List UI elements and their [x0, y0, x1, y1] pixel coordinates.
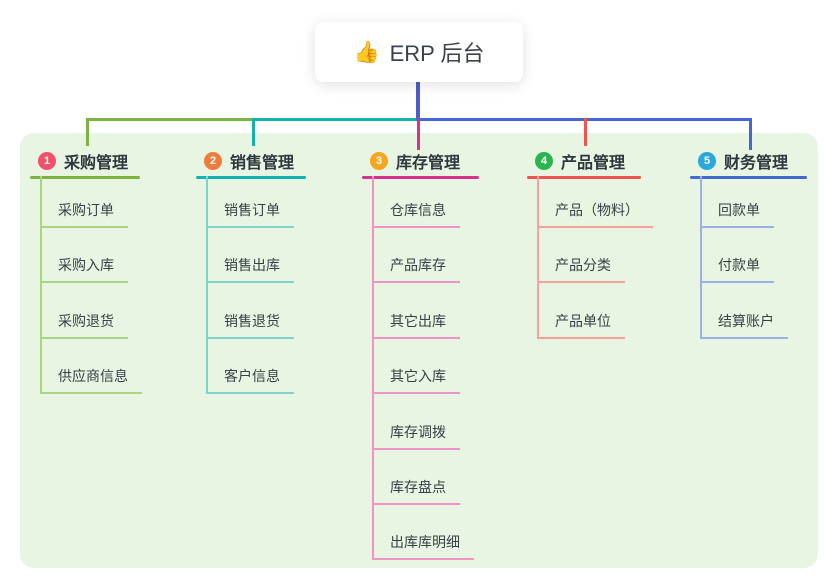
branch-child-line — [537, 176, 539, 339]
branch-number-badge: 1 — [38, 152, 56, 170]
child-node-label: 采购订单 — [40, 201, 128, 228]
child-node-label: 采购退货 — [40, 312, 128, 339]
child-node-label: 产品库存 — [372, 256, 460, 284]
branch-label: 库存管理 — [396, 155, 461, 172]
child-node[interactable]: 库存盘点 — [372, 478, 460, 505]
branch-number-badge: 2 — [204, 152, 222, 170]
branch-number-badge: 5 — [698, 152, 716, 170]
child-node-label: 库存调拨 — [372, 423, 460, 450]
connector-line — [86, 118, 89, 146]
child-node[interactable]: 其它入库 — [372, 367, 460, 395]
child-node[interactable]: 产品库存 — [372, 256, 460, 284]
child-node-label: 回款单 — [700, 201, 774, 228]
child-node[interactable]: 供应商信息 — [40, 367, 142, 395]
branch-child-line — [40, 176, 42, 395]
branch-child-line — [372, 176, 374, 561]
child-node-label: 其它入库 — [372, 367, 460, 395]
branch-underline — [527, 176, 641, 179]
connector-line — [417, 118, 420, 150]
child-node[interactable]: 销售出库 — [206, 256, 294, 284]
branch-number-badge: 3 — [370, 152, 388, 170]
child-node[interactable]: 回款单 — [700, 201, 774, 228]
child-node[interactable]: 产品分类 — [537, 256, 625, 284]
child-node-label: 产品（物料） — [537, 201, 653, 228]
child-node-label: 仓库信息 — [372, 201, 460, 228]
branch-header[interactable]: 5 财务管理 — [690, 149, 807, 173]
child-node[interactable]: 仓库信息 — [372, 201, 460, 228]
child-node[interactable]: 客户信息 — [206, 367, 294, 395]
child-node-label: 结算账户 — [700, 312, 788, 339]
branch-label: 采购管理 — [64, 155, 129, 172]
child-node-label: 其它出库 — [372, 312, 460, 339]
child-node[interactable]: 销售退货 — [206, 312, 294, 339]
child-node-label: 产品分类 — [537, 256, 625, 284]
child-node-label: 出库库明细 — [372, 533, 474, 561]
child-node-label: 销售退货 — [206, 312, 294, 339]
root-node[interactable]: 👍 ERP 后台 — [315, 22, 523, 82]
child-node[interactable]: 采购入库 — [40, 256, 128, 284]
branch-number-badge: 4 — [535, 152, 553, 170]
child-node-label: 客户信息 — [206, 367, 294, 395]
child-node[interactable]: 销售订单 — [206, 201, 294, 228]
connector-root-line — [416, 82, 420, 120]
branch-label: 财务管理 — [724, 155, 789, 172]
child-node[interactable]: 产品单位 — [537, 312, 625, 339]
branch-purchase: 1 采购管理 采购订单采购入库采购退货供应商信息 — [30, 149, 142, 395]
child-node-label: 供应商信息 — [40, 367, 142, 395]
connector-line — [584, 118, 587, 146]
connector-line — [749, 118, 752, 150]
thumbs-up-icon: 👍 — [353, 40, 380, 64]
branch-label: 销售管理 — [230, 155, 295, 172]
branch-product: 4 产品管理 产品（物料） 产品分类产品单位 — [527, 149, 653, 339]
child-node-label: 采购入库 — [40, 256, 128, 284]
child-node[interactable]: 库存调拨 — [372, 423, 460, 450]
child-node-label: 销售出库 — [206, 256, 294, 284]
connector-line — [252, 118, 418, 121]
child-node[interactable]: 产品（物料） — [537, 201, 653, 228]
root-node-label: ERP 后台 — [389, 41, 485, 66]
branch-sales: 2 销售管理 销售订单销售出库销售退货客户信息 — [196, 149, 306, 395]
connector-line — [86, 118, 255, 121]
branch-underline — [30, 176, 140, 179]
child-node-label: 付款单 — [700, 256, 774, 284]
branch-child-line — [700, 176, 702, 339]
branch-finance: 5 财务管理 回款单付款单结算账户 — [690, 149, 807, 339]
connector-line — [252, 118, 255, 146]
branch-header[interactable]: 1 采购管理 — [30, 149, 140, 173]
branch-underline — [362, 176, 479, 179]
child-node-label: 销售订单 — [206, 201, 294, 228]
child-node-label: 产品单位 — [537, 312, 625, 339]
child-node[interactable]: 出库库明细 — [372, 533, 474, 561]
mindmap-background — [20, 133, 818, 568]
branch-underline — [196, 176, 306, 179]
branch-child-line — [206, 176, 208, 395]
child-node[interactable]: 结算账户 — [700, 312, 788, 339]
child-node[interactable]: 其它出库 — [372, 312, 460, 339]
branch-label: 产品管理 — [561, 155, 626, 172]
branch-header[interactable]: 3 库存管理 — [362, 149, 479, 173]
child-node-label: 库存盘点 — [372, 478, 460, 505]
branch-underline — [690, 176, 807, 179]
branch-inventory: 3 库存管理 仓库信息产品库存其它出库其它入库库存调拨库存盘点出库库明细 — [362, 149, 479, 561]
child-node[interactable]: 采购退货 — [40, 312, 128, 339]
child-node[interactable]: 采购订单 — [40, 201, 128, 228]
branch-header[interactable]: 2 销售管理 — [196, 149, 306, 173]
branch-header[interactable]: 4 产品管理 — [527, 149, 641, 173]
child-node[interactable]: 付款单 — [700, 256, 774, 284]
